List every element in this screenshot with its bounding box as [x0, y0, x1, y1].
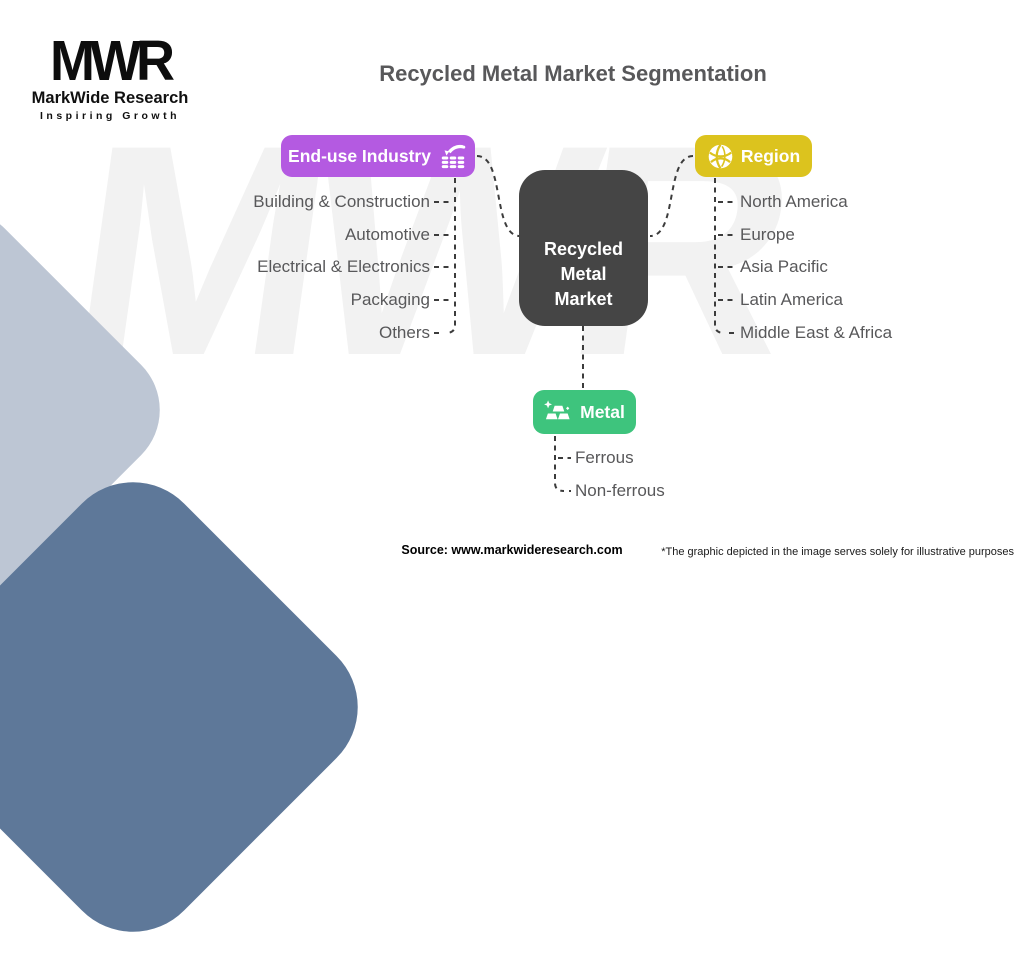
list-item-middle-east-africa: Middle East & Africa: [740, 321, 1000, 345]
branch-badge-end-use-industry: End-use Industry: [281, 135, 475, 177]
branch-badge-region: Region: [695, 135, 812, 177]
list-item-building-construction: Building & Construction: [170, 190, 430, 214]
branch-label-region: Region: [741, 146, 800, 167]
list-item-non-ferrous: Non-ferrous: [575, 479, 775, 503]
metal-ingots-icon: [544, 400, 573, 424]
connector-region-to-center: [650, 156, 693, 236]
source-text: Source: www.markwideresearch.com: [396, 543, 628, 557]
list-item-electrical-electronics: Electrical & Electronics: [170, 255, 430, 279]
list-item-others: Others: [170, 321, 430, 345]
list-item-europe: Europe: [740, 223, 1000, 247]
list-item-packaging: Packaging: [170, 288, 430, 312]
list-item-ferrous: Ferrous: [575, 446, 775, 470]
list-item-automotive: Automotive: [170, 223, 430, 247]
infographic: MWR MarkWide Research Inspiring Growth R…: [0, 0, 1024, 576]
globe-icon: [707, 143, 734, 170]
center-node-label: Recycled Metal Market: [544, 237, 623, 326]
connector-enduse-to-center: [477, 156, 520, 236]
branch-label-end-use-industry: End-use Industry: [288, 146, 431, 167]
excavator-icon: [438, 143, 468, 170]
center-node-recycled-metal-market: Recycled Metal Market: [519, 170, 648, 326]
branch-label-metal: Metal: [580, 402, 625, 423]
list-item-north-america: North America: [740, 190, 1000, 214]
list-item-latin-america: Latin America: [740, 288, 1000, 312]
disclaimer-text: *The graphic depicted in the image serve…: [614, 546, 1014, 558]
metal-list-spine: [555, 436, 564, 491]
list-item-asia-pacific: Asia Pacific: [740, 255, 1000, 279]
branch-badge-metal: Metal: [533, 390, 636, 434]
